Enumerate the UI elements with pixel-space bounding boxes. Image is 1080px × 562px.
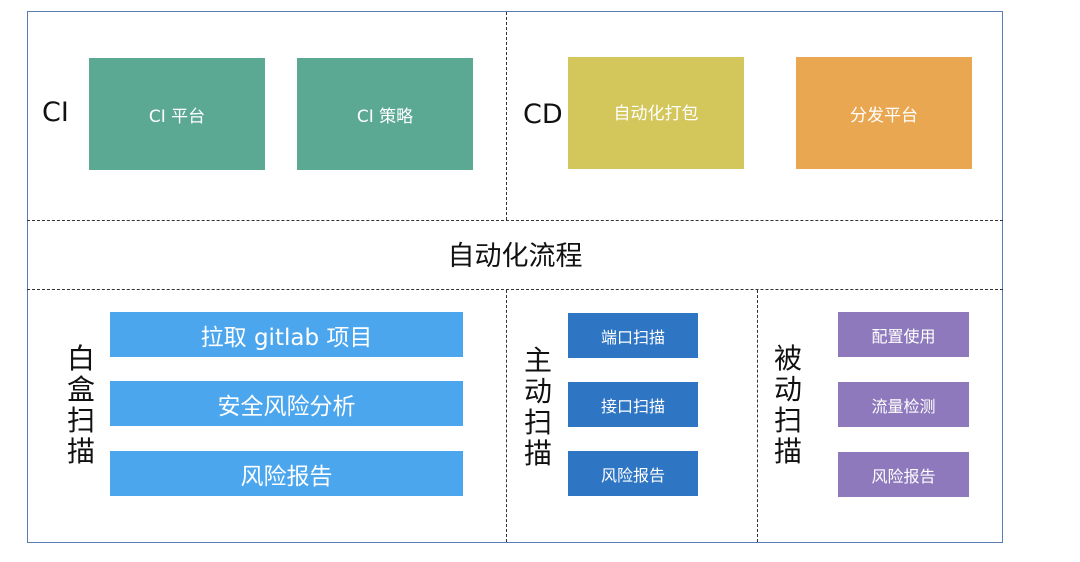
cd-label: CD: [523, 99, 563, 130]
active-item-risk-report: 风险报告: [568, 451, 698, 496]
whitebox-item-risk-analysis: 安全风险分析: [110, 381, 463, 426]
ci-label: CI: [42, 97, 69, 128]
passive-item-risk-report: 风险报告: [838, 452, 969, 497]
passive-scan-label: 被 动 扫 描: [773, 342, 802, 468]
whitebox-scan-label: 白 盒 扫 描: [66, 342, 95, 468]
active-scan-label: 主 动 扫 描: [523, 344, 552, 470]
flow-title: 自动化流程: [447, 241, 583, 272]
whitebox-item-risk-report: 风险报告: [110, 451, 463, 496]
active-item-port-scan: 端口扫描: [568, 313, 698, 358]
diagram-frame: [27, 11, 1003, 543]
passive-item-config-usage: 配置使用: [838, 312, 969, 357]
separator-ci-cd: [506, 12, 507, 220]
whitebox-item-pull-gitlab: 拉取 gitlab 项目: [110, 312, 463, 357]
ci-platform-box: CI 平台: [89, 58, 265, 170]
separator-active-passive: [757, 290, 758, 542]
ci-strategy-box: CI 策略: [297, 58, 473, 170]
cd-auto-build-box: 自动化打包: [568, 57, 744, 169]
separator-whitebox-active: [506, 290, 507, 542]
separator-bottom: [27, 289, 1003, 290]
cd-distribution-box: 分发平台: [796, 57, 972, 169]
active-item-api-scan: 接口扫描: [568, 382, 698, 427]
separator-top: [27, 220, 1003, 221]
passive-item-traffic-detection: 流量检测: [838, 382, 969, 427]
